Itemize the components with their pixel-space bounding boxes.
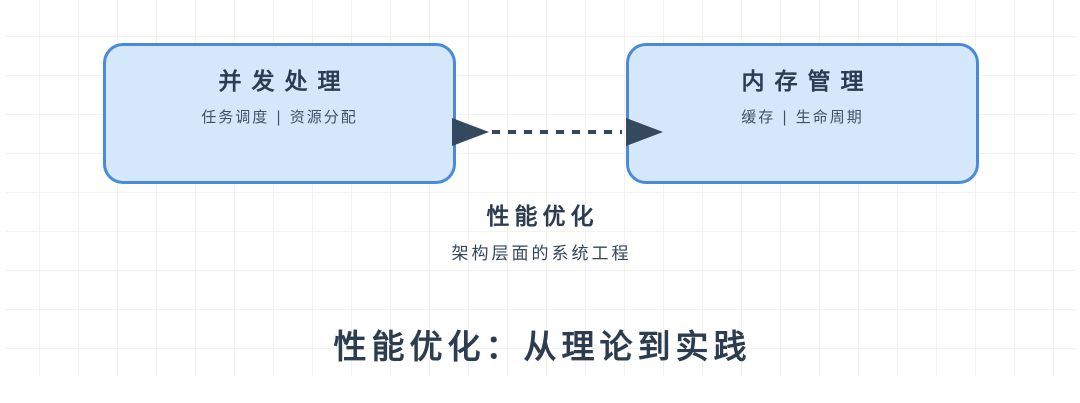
dashed-arrow-connector [452,118,663,146]
arrowhead-end-icon [626,118,663,146]
node-memory-subtitle: 缓存 | 生命周期 [741,108,864,126]
node-memory: 内存管理 缓存 | 生命周期 [626,43,979,184]
node-concurrency-title: 并发处理 [218,68,351,95]
connector-label-sub: 架构层面的系统工程 [451,244,632,264]
connector-label-main: 性能优化 [486,203,599,230]
page-title: 性能优化：从理论到实践 [333,327,752,366]
connector-label: 性能优化 架构层面的系统工程 [0,197,1080,264]
node-concurrency: 并发处理 任务调度 | 资源分配 [103,43,456,184]
node-memory-title: 内存管理 [741,68,874,95]
arrowhead-start-icon [452,118,489,146]
node-concurrency-subtitle: 任务调度 | 资源分配 [201,108,358,126]
